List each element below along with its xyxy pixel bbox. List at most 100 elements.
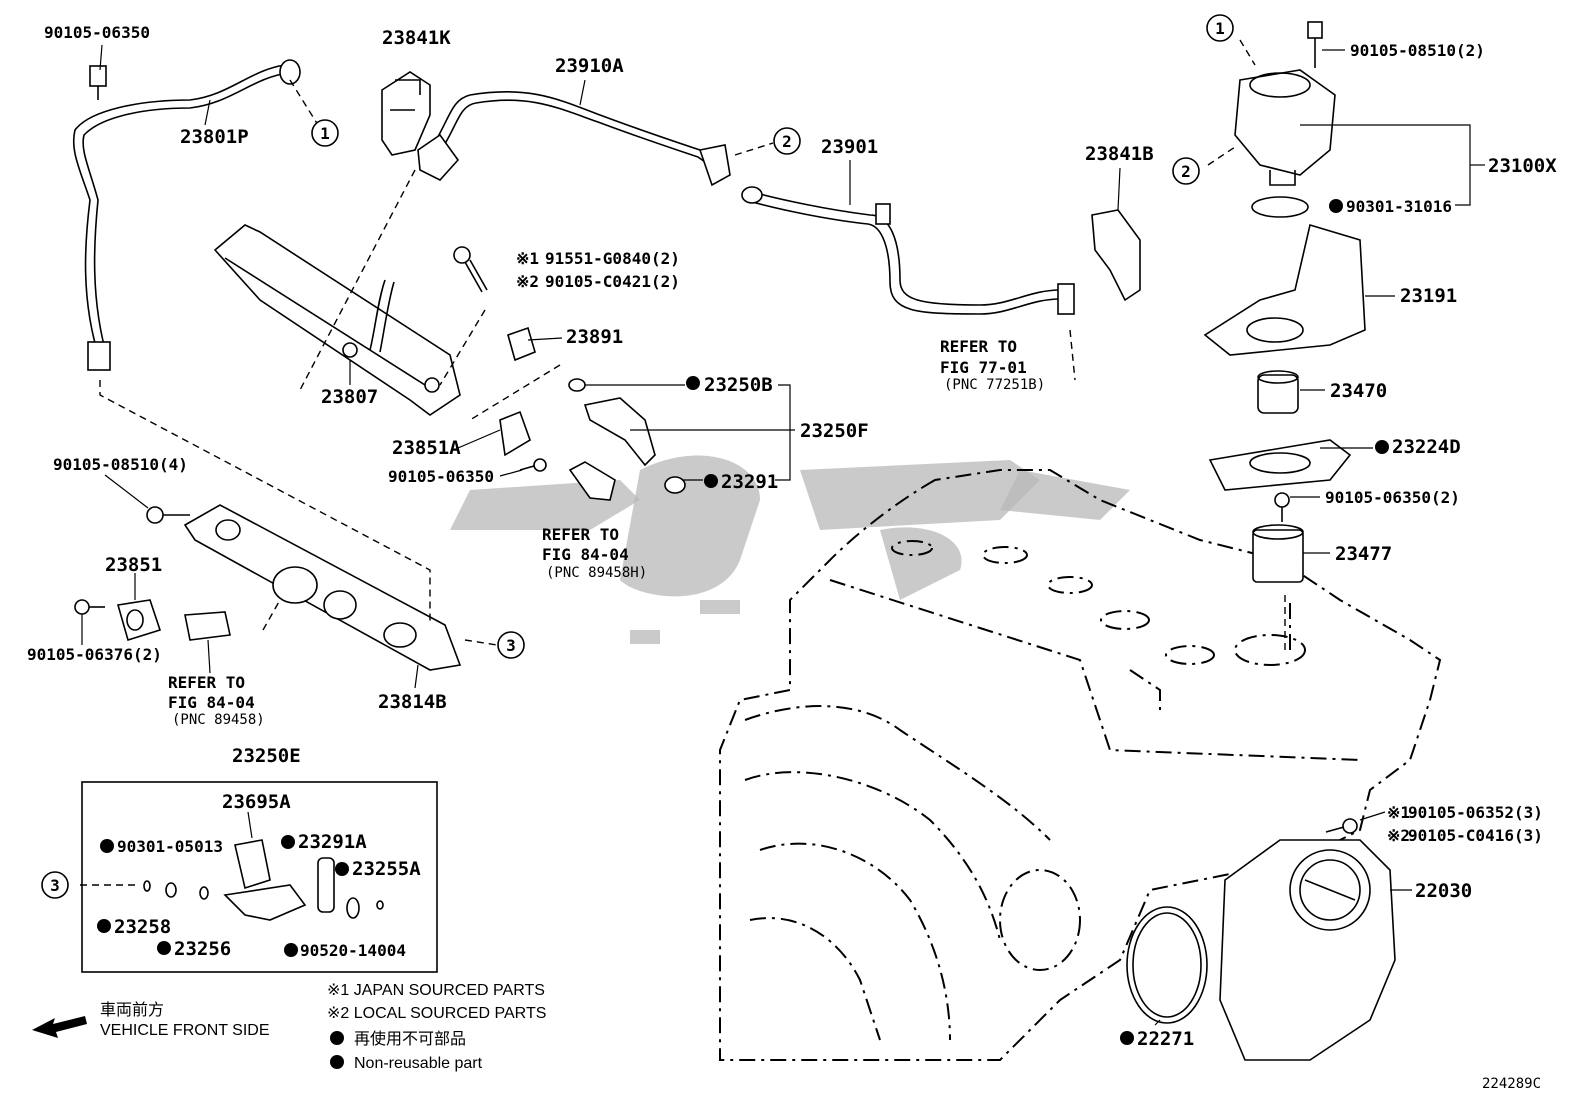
legend: 車両前方 VEHICLE FRONT SIDE ※1 JAPAN SOURCED… bbox=[100, 982, 546, 1072]
part-labels: 90105-06350 23841K 23910A 23801P 23901 2… bbox=[27, 23, 1557, 1092]
spacer-23891 bbox=[507, 326, 536, 362]
svg-text:3: 3 bbox=[506, 636, 516, 655]
svg-text:2: 2 bbox=[1181, 162, 1191, 181]
bracket-23851A bbox=[499, 410, 547, 472]
svg-text:FIG 77-01: FIG 77-01 bbox=[940, 358, 1027, 377]
kit-box-23250E bbox=[81, 781, 438, 973]
legend-nonreuse-en: Non-reusable part bbox=[354, 1055, 483, 1072]
legend-front-jp: 車両前方 bbox=[100, 1001, 164, 1019]
legend-front-en: VEHICLE FRONT SIDE bbox=[100, 1022, 270, 1039]
label-23191: 23191 bbox=[1400, 285, 1457, 307]
label-23851: 23851 bbox=[105, 554, 162, 576]
label-22030: 22030 bbox=[1415, 880, 1472, 902]
dashed-guides bbox=[80, 39, 1256, 886]
svg-text:1: 1 bbox=[320, 124, 330, 143]
connector-23841K bbox=[381, 71, 431, 156]
label-23801P: 23801P bbox=[180, 126, 249, 148]
label-90301-05013: 90301-05013 bbox=[117, 837, 223, 856]
label-23814B: 23814B bbox=[378, 691, 447, 713]
label-90105-06352: 90105-06352(3) bbox=[1408, 803, 1543, 822]
mark-2-90105-c0416: ※2 bbox=[1387, 826, 1410, 845]
refer-fig-84-04-mid: REFER TO FIG 84-04 (PNC 89458H) bbox=[542, 525, 647, 581]
watermark-logo bbox=[450, 455, 1130, 644]
label-23250E: 23250E bbox=[232, 745, 301, 767]
o-ring-90301-31016 bbox=[1251, 196, 1309, 218]
fuel-tube-23801P bbox=[72, 59, 301, 371]
label-23695A: 23695A bbox=[222, 791, 291, 813]
label-90105-08510-4: 90105-08510(4) bbox=[53, 455, 188, 474]
circle-ref-1-pump: 1 bbox=[1206, 14, 1234, 42]
bracket-23191 bbox=[1203, 223, 1366, 356]
label-23901: 23901 bbox=[821, 136, 878, 158]
bolt-90105-08510-2 bbox=[1307, 21, 1323, 68]
wire-harness-23910A bbox=[417, 90, 731, 187]
label-23258: 23258 bbox=[114, 916, 171, 938]
svg-text:(PNC 89458H): (PNC 89458H) bbox=[546, 565, 647, 581]
circle-ref-1-left: 1 bbox=[311, 119, 339, 147]
pressure-sensor-89458 bbox=[184, 611, 231, 641]
legend-nonreuse-jp: 再使用不可部品 bbox=[354, 1030, 466, 1048]
refer-fig-77-01: REFER TO FIG 77-01 (PNC 77251B) bbox=[940, 337, 1045, 393]
circle-ref-2-top: 2 bbox=[773, 127, 801, 155]
svg-text:1: 1 bbox=[1215, 19, 1225, 38]
hose-23901 bbox=[741, 186, 1075, 315]
bolt-90105-06352 bbox=[1325, 818, 1358, 834]
label-90105-C0416: 90105-C0416(3) bbox=[1408, 826, 1543, 845]
mark-1-90105-06352: ※1 bbox=[1387, 803, 1410, 822]
label-23250F: 23250F bbox=[800, 420, 869, 442]
bolt-90105-06376 bbox=[74, 599, 105, 615]
circle-ref-3-kit: 3 bbox=[41, 871, 69, 899]
label-91551-G0840: 91551-G0840(2) bbox=[545, 249, 680, 268]
label-23470: 23470 bbox=[1330, 380, 1387, 402]
delivery-pipe-23814B bbox=[183, 504, 462, 671]
bolt-91551 bbox=[453, 246, 488, 293]
svg-text:3: 3 bbox=[50, 876, 60, 895]
label-23910A: 23910A bbox=[555, 55, 624, 77]
label-23291A: 23291A bbox=[298, 831, 367, 853]
bolt-90105-08510 bbox=[146, 506, 190, 524]
legend-japan-parts: ※1 JAPAN SOURCED PARTS bbox=[327, 982, 545, 999]
bolt-90105-06350-2 bbox=[1274, 492, 1290, 522]
engine-outline bbox=[719, 469, 1442, 1061]
label-23891: 23891 bbox=[566, 326, 623, 348]
label-90105-06350-2: 90105-06350(2) bbox=[1325, 488, 1460, 507]
circle-ref-3-right: 3 bbox=[497, 631, 525, 659]
label-23100X: 23100X bbox=[1488, 155, 1557, 177]
svg-text:REFER TO: REFER TO bbox=[168, 673, 245, 692]
cap-23851 bbox=[116, 599, 162, 642]
svg-text:2: 2 bbox=[782, 132, 792, 151]
svg-text:(PNC 77251B): (PNC 77251B) bbox=[944, 377, 1045, 393]
svg-text:(PNC 89458): (PNC 89458) bbox=[172, 712, 265, 728]
label-22271: 22271 bbox=[1137, 1028, 1194, 1050]
refer-fig-84-04-left: REFER TO FIG 84-04 (PNC 89458) bbox=[168, 673, 265, 728]
label-23256: 23256 bbox=[174, 938, 231, 960]
label-23291: 23291 bbox=[721, 471, 778, 493]
gasket-22271 bbox=[1126, 906, 1208, 1024]
label-90105-06350-top: 90105-06350 bbox=[44, 23, 150, 42]
label-90105-06376: 90105-06376(2) bbox=[27, 645, 162, 664]
circle-ref-2-pump: 2 bbox=[1172, 157, 1200, 185]
vehicle-front-arrow bbox=[32, 1016, 87, 1038]
label-23807: 23807 bbox=[321, 386, 378, 408]
lifter-23470 bbox=[1257, 370, 1299, 414]
label-90105-06350-mid: 90105-06350 bbox=[388, 467, 494, 486]
mark-2-90105-c0421: ※2 bbox=[516, 272, 539, 291]
fuel-pump-23100X bbox=[1234, 69, 1336, 186]
svg-text:FIG 84-04: FIG 84-04 bbox=[168, 693, 255, 712]
label-23851A: 23851A bbox=[392, 437, 461, 459]
svg-text:FIG 84-04: FIG 84-04 bbox=[542, 545, 629, 564]
fuel-rail-23807 bbox=[213, 224, 461, 416]
label-23841K: 23841K bbox=[382, 27, 451, 49]
label-90301-31016: 90301-31016 bbox=[1346, 197, 1452, 216]
housing-23477 bbox=[1252, 524, 1304, 583]
label-23250B: 23250B bbox=[704, 374, 773, 396]
throttle-body-22030 bbox=[1219, 839, 1396, 1061]
mark-1-91551: ※1 bbox=[516, 249, 539, 268]
gasket-23224D bbox=[1208, 439, 1352, 491]
label-23477: 23477 bbox=[1335, 543, 1392, 565]
label-23255A: 23255A bbox=[352, 858, 421, 880]
label-90105-C0421: 90105-C0421(2) bbox=[545, 272, 680, 291]
svg-text:REFER TO: REFER TO bbox=[542, 525, 619, 544]
svg-text:REFER TO: REFER TO bbox=[940, 337, 1017, 356]
